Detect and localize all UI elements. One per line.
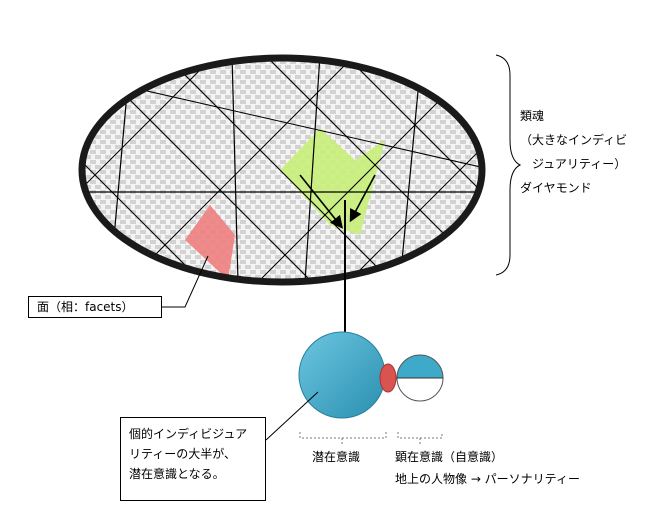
diamond-label: ダイヤモンド: [520, 181, 592, 195]
facet-callout-line: [162, 255, 209, 308]
group-soul-subtitle-2: ジュアリティー）: [520, 157, 627, 171]
ellipse-brace: [495, 54, 522, 276]
note-callout-line: [265, 391, 319, 441]
note-line-1: 個的インディビジュア: [129, 427, 248, 441]
conscious-sphere: [396, 354, 444, 402]
subconscious-brace: [299, 432, 387, 444]
connector-node: [379, 363, 397, 393]
facet-label: 面（相：facets）: [28, 296, 162, 318]
subconscious-sphere: [298, 331, 386, 419]
conscious-brace: [397, 432, 443, 444]
note-line-3: 潜在意識となる。: [129, 467, 225, 481]
subconscious-label: 潜在意識: [312, 450, 361, 464]
note-line-2: リティーの大半が、: [129, 447, 237, 461]
persona-label: 地上の人物像 → パーソナリティー: [395, 472, 580, 486]
individuality-note: 個的インディビジュア リティーの大半が、 潜在意識となる。: [120, 417, 266, 501]
diamond-ellipse: [78, 54, 486, 286]
conscious-label: 顕在意識（自意識）: [395, 450, 504, 464]
facet-arrows: [299, 174, 376, 351]
group-soul-labels: 類魂 （大きなインディビ ジュアリティー） ダイヤモンド: [520, 104, 627, 200]
group-soul-subtitle-1: （大きなインディビ: [520, 133, 628, 147]
facet-red: [185, 205, 235, 280]
group-soul-title: 類魂: [520, 109, 545, 123]
